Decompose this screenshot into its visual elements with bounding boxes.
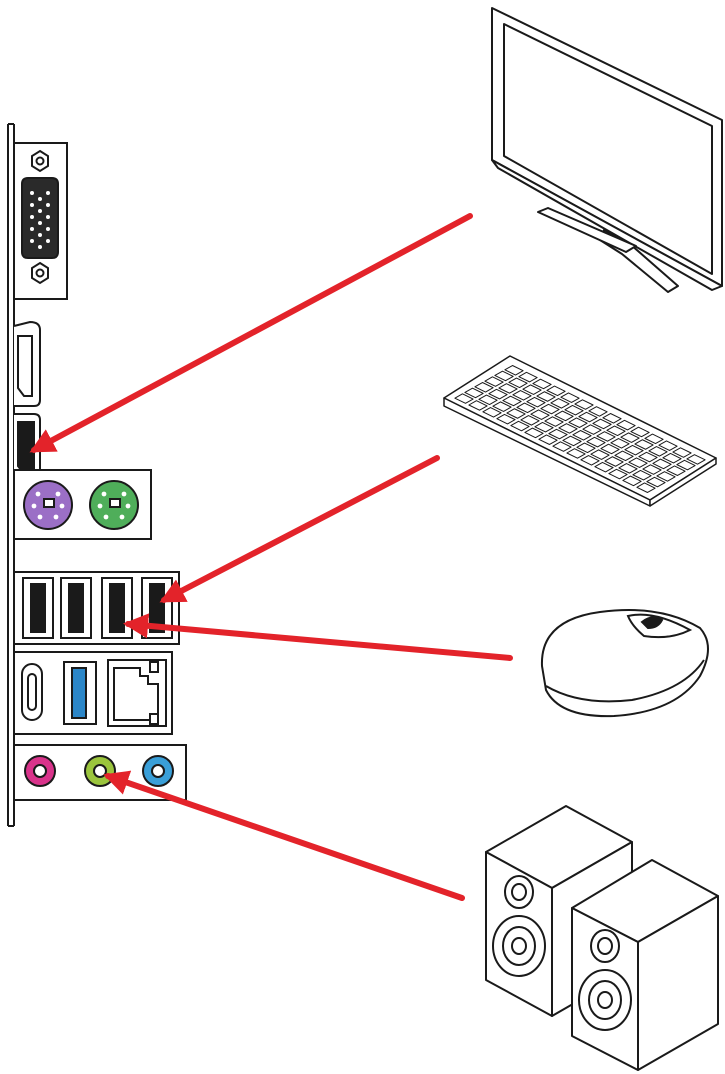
arrow-mouse-to-usb	[128, 624, 510, 658]
usb-c-port[interactable]	[22, 664, 42, 720]
usb2-port-2[interactable]	[61, 578, 91, 638]
arrow-monitor-to-hdmi	[34, 216, 470, 450]
usb3-port[interactable]	[64, 662, 96, 724]
vga-port[interactable]	[14, 143, 67, 299]
monitor	[492, 8, 722, 292]
usb2-port-1[interactable]	[23, 578, 53, 638]
mouse	[542, 610, 708, 716]
ps2-mouse-port[interactable]	[90, 481, 138, 529]
arrow-speakers-to-audio	[108, 776, 462, 898]
usb-lan-block	[14, 652, 172, 734]
audio-line-out[interactable]	[85, 756, 115, 786]
displayport[interactable]	[14, 322, 40, 406]
ps2-block	[14, 470, 151, 539]
speakers	[486, 806, 718, 1070]
lan-port[interactable]	[108, 660, 166, 726]
io-panel	[8, 124, 186, 826]
usb2-block	[14, 572, 179, 644]
audio-line-in[interactable]	[143, 756, 173, 786]
audio-mic-in[interactable]	[25, 756, 55, 786]
arrow-keyboard-to-usb	[164, 458, 437, 600]
ps2-keyboard-port[interactable]	[24, 481, 72, 529]
usb2-port-3[interactable]	[102, 578, 132, 638]
keyboard	[444, 356, 716, 506]
